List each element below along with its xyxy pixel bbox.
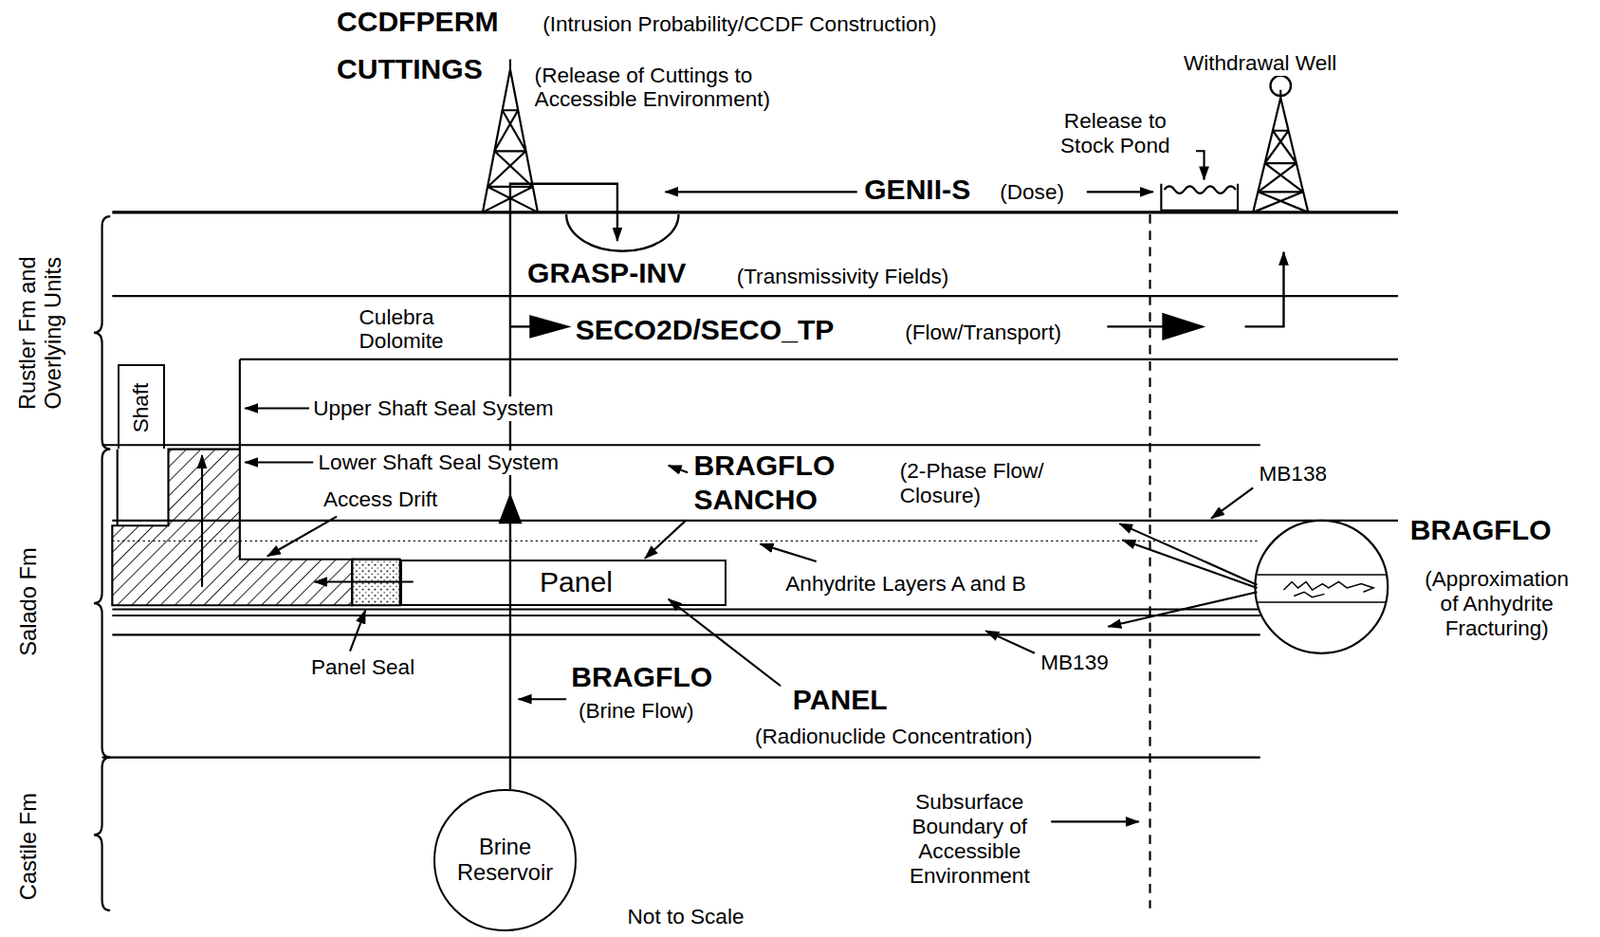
diagram-line [668, 465, 688, 474]
diagram-line [664, 190, 857, 193]
text-label: (Dose) [997, 180, 1067, 205]
node-text: Brine Reservoir [443, 834, 567, 886]
diagram-line [518, 698, 568, 700]
diagram-line [1164, 185, 1236, 194]
diagram-line [530, 316, 568, 338]
diagram-line [566, 214, 679, 252]
program-name: CUTTINGS [334, 53, 485, 87]
panel-box: Panel [400, 559, 727, 607]
program-name: GENII-S [862, 173, 973, 207]
diagram-line [1106, 325, 1165, 328]
shaft-box: Shaft [117, 364, 166, 449]
program-name: PANEL [790, 683, 890, 718]
text-label: Access Drift [321, 487, 440, 513]
text-label: Salado Fm [16, 546, 42, 659]
program-name: BRAGFLO [569, 661, 715, 695]
diagram-line [1050, 820, 1140, 823]
text-label: Withdrawal Well [1181, 51, 1339, 76]
node-text: Panel [539, 566, 613, 600]
diagram-line [111, 633, 1260, 636]
diagram-line [760, 544, 817, 562]
accessible-boundary [1148, 214, 1151, 909]
diagram-line [102, 756, 1261, 759]
node-text: Shaft [128, 382, 154, 433]
stock-pond [1160, 150, 1238, 210]
text-label: Upper Shaft Seal System [311, 396, 556, 422]
diagram-line [239, 358, 1398, 361]
program-name: SECO2D/SECO_TP [573, 313, 837, 348]
diagram-line [985, 630, 1035, 654]
program-name: BRAGFLO [1408, 514, 1554, 548]
diagram-line [1163, 313, 1203, 339]
text-label: (Radionuclide Concentration) [753, 724, 1034, 750]
diagram-line [499, 496, 521, 523]
diagram-line [349, 610, 366, 652]
text-label: MB139 [1038, 650, 1111, 676]
diagram-line [1283, 581, 1374, 597]
diagram-line [116, 449, 119, 527]
text-label: (Approximation of Anhydrite Fracturing) [1416, 567, 1579, 642]
diagram-line [1269, 75, 1291, 97]
diagram-line [244, 406, 310, 409]
text-label: Release to Stock Pond [1033, 109, 1196, 159]
diagram-line [111, 519, 1398, 522]
program-name: GRASP-INV [525, 257, 688, 291]
text-label: (Flow/Transport) [902, 320, 1064, 346]
fracture-inset [1107, 520, 1388, 654]
text-label: Subsurface Boundary of Accessible Enviro… [891, 790, 1049, 889]
leader-arrows [244, 191, 1253, 822]
text-label: Anhydrite Layers A and B [783, 571, 1029, 597]
diagram-line [351, 558, 401, 561]
diagram-line [111, 614, 1260, 617]
diagram-line [1254, 520, 1388, 654]
program-name: BRAGFLO [691, 449, 837, 483]
program-name: SANCHO [691, 483, 819, 517]
text-label: Panel Seal [309, 655, 417, 681]
text-label: Castile Fm [16, 791, 42, 903]
diagram-line [644, 520, 686, 559]
diagram-line [1086, 190, 1154, 193]
diagram-line [1245, 252, 1285, 328]
diagram-line [93, 449, 111, 758]
diagram-line [1252, 90, 1308, 213]
text-label: (Release of Cuttings to Accessible Envir… [533, 63, 854, 113]
diagram-line [244, 460, 313, 463]
diagram-line [1107, 591, 1257, 627]
diagram-line [1257, 601, 1387, 604]
diagram-line [1160, 183, 1238, 211]
diagram-line [1119, 523, 1257, 586]
diagram-line [1121, 539, 1257, 589]
program-name: CCDFPERM [334, 5, 501, 39]
text-label: (Brine Flow) [576, 698, 697, 724]
diagram-line [111, 294, 1398, 297]
formation-brackets [93, 216, 111, 911]
diagram-line [239, 359, 241, 450]
reservoir-circle: Brine Reservoir [433, 789, 577, 933]
diagram-line [510, 325, 534, 328]
diagram-line [93, 216, 111, 449]
text-label: (Intrusion Probability/CCDF Construction… [540, 12, 938, 37]
text-label: MB138 [1257, 461, 1330, 487]
diagram-line [313, 580, 413, 583]
strata-lines [102, 212, 1398, 758]
text-label: Lower Shaft Seal System [316, 450, 562, 476]
text-label: (2-Phase Flow/ Closure) [898, 459, 1081, 509]
text-label: Rustler Fm and Overlying Units [15, 241, 67, 424]
text-label: Not to Scale [625, 904, 747, 930]
diagram-line [1257, 573, 1387, 576]
diagram-line [111, 607, 1260, 610]
diagram-line [1211, 487, 1253, 518]
diagram-line [482, 58, 538, 212]
diagram-line [111, 540, 1260, 542]
diagram-line [267, 516, 337, 557]
text-label: (Transmissivity Fields) [735, 264, 952, 290]
diagram-line [201, 455, 203, 588]
text-label: Culebra Dolomite [357, 305, 474, 355]
diagram-line [102, 443, 1261, 446]
diagram-line [93, 757, 111, 911]
